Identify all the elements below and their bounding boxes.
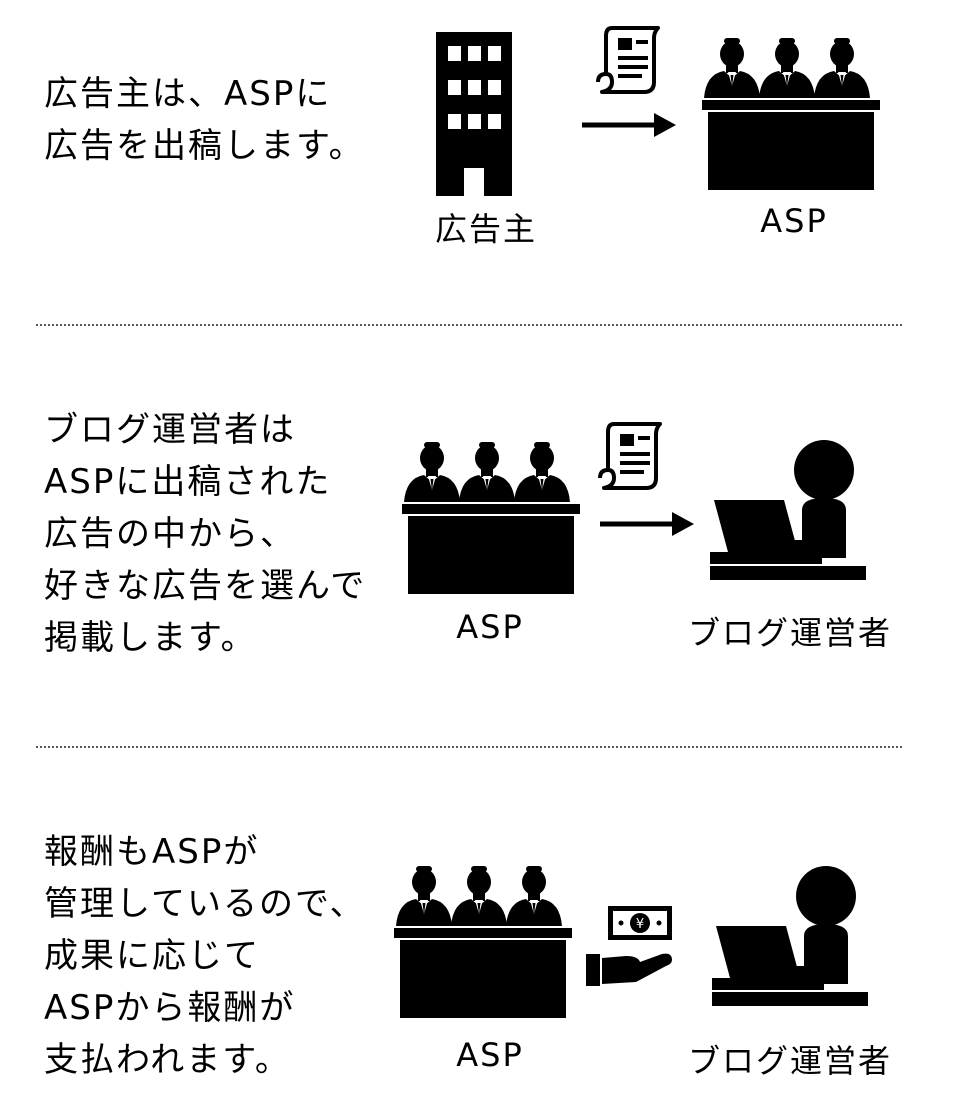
text-line: 広告の中から、 xyxy=(44,514,296,554)
text-line: 報酬もASPが xyxy=(44,832,260,872)
blogger-label: ブログ運営者 xyxy=(688,614,893,652)
asp-label: ASP xyxy=(456,1036,524,1074)
building-icon xyxy=(436,32,512,196)
business-group-icon xyxy=(402,432,582,596)
section-3-text: 報酬もASPが 管理しているので、 成果に応じて ASPから報酬が 支払われます… xyxy=(44,826,366,1086)
text-line: 管理しているので、 xyxy=(44,884,366,924)
document-scroll-icon xyxy=(596,26,660,94)
text-line: ASPに出稿された xyxy=(44,462,332,502)
text-line: 好きな広告を選んで xyxy=(44,566,367,606)
business-group-icon xyxy=(394,856,574,1020)
arrow-right-icon xyxy=(582,113,676,137)
text-line: 広告主は、ASPに xyxy=(44,74,332,114)
text-line: ブログ運営者は xyxy=(44,410,296,450)
advertiser-label: 広告主 xyxy=(434,210,537,248)
text-line: 支払われます。 xyxy=(44,1040,291,1080)
arrow-right-icon xyxy=(600,512,694,536)
money-hand-icon: ¥ xyxy=(586,906,672,986)
yen-symbol: ¥ xyxy=(636,917,644,932)
text-line: ASPから報酬が xyxy=(44,988,296,1028)
blogger-label: ブログ運営者 xyxy=(688,1042,893,1080)
asp-label: ASP xyxy=(456,608,524,646)
person-laptop-icon xyxy=(710,440,866,580)
section-2-text: ブログ運営者は ASPに出稿された 広告の中から、 好きな広告を選んで 掲載しま… xyxy=(44,404,366,664)
person-laptop-icon xyxy=(712,866,868,1006)
section-divider xyxy=(36,746,902,748)
text-line: 広告を出稿します。 xyxy=(44,126,365,166)
text-line: 掲載します。 xyxy=(44,618,257,658)
section-divider xyxy=(36,324,902,326)
section-1-text: 広告主は、ASPに 広告を出稿します。 xyxy=(44,68,365,172)
asp-label: ASP xyxy=(760,202,828,240)
document-scroll-icon xyxy=(598,422,662,490)
text-line: 成果に応じて xyxy=(44,936,260,976)
business-group-icon xyxy=(702,28,882,192)
